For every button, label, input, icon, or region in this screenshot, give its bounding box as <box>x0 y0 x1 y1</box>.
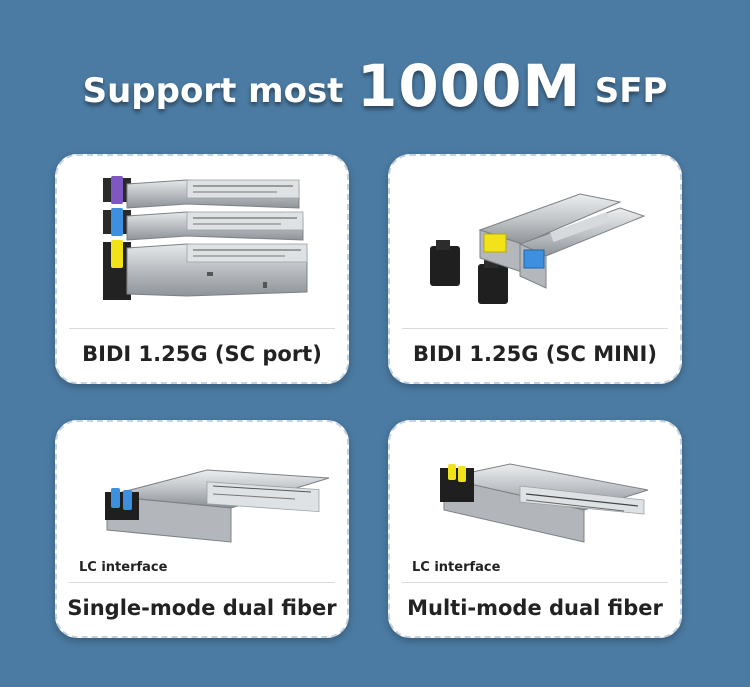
card-caption: Single-mode dual fiber <box>67 596 337 620</box>
headline-part-2: 1000M <box>357 52 582 120</box>
product-card-bidi-sc-mini[interactable]: BIDI 1.25G (SC MINI) <box>388 154 682 384</box>
card-caption: BIDI 1.25G (SC MINI) <box>413 342 657 366</box>
sfp-module-stack-image <box>103 176 308 300</box>
interface-label: LC interface <box>79 560 168 575</box>
sfp-module-single-mode-image <box>105 469 330 543</box>
headline-part-3: SFP <box>594 71 668 111</box>
sfp-module-pair-image <box>430 193 646 304</box>
card-divider <box>69 582 335 583</box>
card-divider <box>402 582 668 583</box>
product-card-multi-mode[interactable]: LC interface Multi-mode dual fiber <box>388 420 682 638</box>
headline-part-1: Support most <box>82 71 344 111</box>
card-caption: Multi-mode dual fiber <box>407 596 663 620</box>
card-divider <box>402 328 668 329</box>
card-divider <box>69 328 335 329</box>
sfp-module-multi-mode-image <box>440 463 649 543</box>
headline: Support most 1000M SFP <box>0 52 750 120</box>
product-card-bidi-sc-port[interactable]: BIDI 1.25G (SC port) <box>55 154 349 384</box>
product-card-single-mode[interactable]: LC interface Single-mode dual fiber <box>55 420 349 638</box>
card-caption: BIDI 1.25G (SC port) <box>82 342 322 366</box>
interface-label: LC interface <box>412 560 501 575</box>
